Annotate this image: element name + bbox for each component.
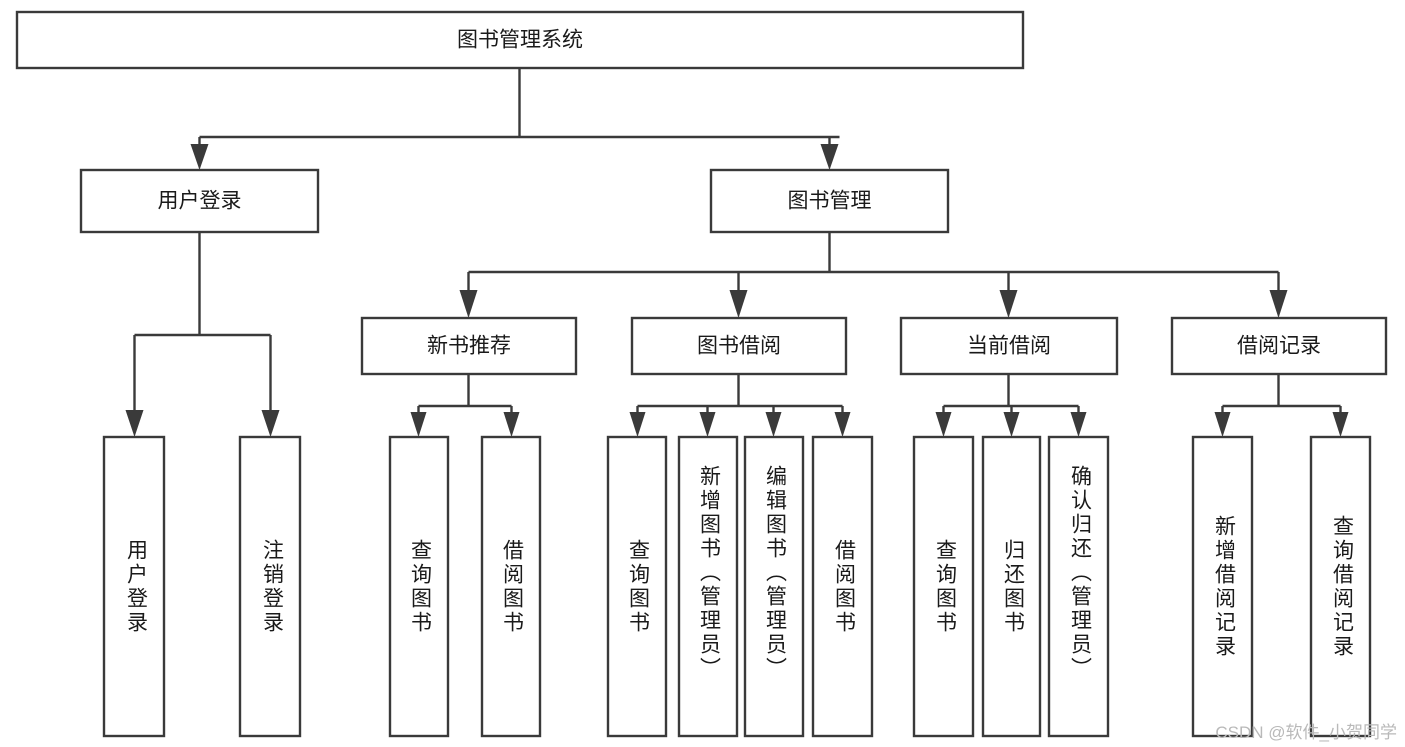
node-current-borrow-label: 当前借阅 [967,335,1051,358]
node-leaf-query-book-3-label: 查询图书 [933,539,957,635]
node-leaf-query-book-2[interactable]: 查询图书 [606,435,668,738]
node-leaf-confirm-return[interactable]: 确认归还（管理员） [1047,435,1110,738]
node-leaf-return-book[interactable]: 归还图书 [981,435,1042,738]
node-leaf-confirm-return-box[interactable] [1047,435,1110,738]
node-root[interactable]: 图书管理系统 [15,10,1025,70]
node-current-borrow[interactable]: 当前借阅 [899,316,1119,376]
node-leaf-add-record[interactable]: 新增借阅记录 [1191,435,1254,738]
node-book-borrow[interactable]: 图书借阅 [630,316,848,376]
csdn-watermark: CSDN @软件_小贺同学 [1215,723,1397,742]
node-leaf-user-login-box[interactable] [102,435,166,738]
arrow-head-leaf-borrow-book-1 [503,412,520,437]
node-leaf-add-record-box[interactable] [1191,435,1254,738]
node-leaf-borrow-book-1-label: 借阅图书 [500,539,524,635]
node-leaf-add-book-label: 新增图书（管理员） [697,465,721,681]
node-new-book-recommend[interactable]: 新书推荐 [360,316,578,376]
node-leaf-query-book-2-label: 查询图书 [626,539,650,635]
node-borrow-record-label: 借阅记录 [1237,335,1321,358]
node-book-management-box[interactable] [709,168,950,234]
node-leaf-add-record-label: 新增借阅记录 [1212,515,1236,659]
node-leaf-add-book-box[interactable] [677,435,739,738]
arrow-head-leaf-add-record [1214,412,1231,437]
node-leaf-return-book-box[interactable] [981,435,1042,738]
node-leaf-logout[interactable]: 注销登录 [238,435,302,738]
node-leaf-borrow-book-2[interactable]: 借阅图书 [811,435,874,738]
arrow-head-borrow-record [1269,290,1288,318]
node-root-box[interactable] [15,10,1025,70]
node-leaf-query-book-3-box[interactable] [912,435,975,738]
arrow-head-leaf-query-record [1332,412,1349,437]
node-current-borrow-box[interactable] [899,316,1119,376]
node-user-login-box[interactable] [79,168,320,234]
arrow-head-leaf-return-book [1003,412,1020,437]
arrow-head-new-book-recommend [459,290,478,318]
node-leaf-query-record-label: 查询借阅记录 [1330,515,1354,659]
node-leaf-logout-label: 注销登录 [260,539,284,635]
node-leaf-query-record[interactable]: 查询借阅记录 [1309,435,1372,738]
node-leaf-query-book-1[interactable]: 查询图书 [388,435,450,738]
arrow-head-leaf-query-book-2 [629,412,646,437]
node-new-book-recommend-label: 新书推荐 [427,335,511,358]
arrow-head-book-management [820,144,839,170]
arrow-head-book-borrow [729,290,748,318]
node-leaf-user-login-label: 用户登录 [124,539,148,635]
node-leaf-borrow-book-2-label: 借阅图书 [832,539,856,635]
node-root-label: 图书管理系统 [457,29,583,52]
node-leaf-borrow-book-1-box[interactable] [480,435,542,738]
node-leaf-confirm-return-label: 确认归还（管理员） [1068,465,1092,681]
node-leaf-edit-book[interactable]: 编辑图书（管理员） [743,435,805,738]
node-leaf-return-book-label: 归还图书 [1001,539,1025,635]
node-borrow-record-box[interactable] [1170,316,1388,376]
arrow-head-leaf-logout [261,410,280,437]
arrow-head-leaf-query-book-1 [410,412,427,437]
node-leaf-query-book-3[interactable]: 查询图书 [912,435,975,738]
node-new-book-recommend-box[interactable] [360,316,578,376]
node-leaf-add-book[interactable]: 新增图书（管理员） [677,435,739,738]
arrow-head-current-borrow [999,290,1018,318]
connector-layer [125,68,1349,437]
node-leaf-edit-book-label: 编辑图书（管理员） [763,465,787,681]
node-leaf-borrow-book-1[interactable]: 借阅图书 [480,435,542,738]
node-leaf-logout-box[interactable] [238,435,302,738]
node-borrow-record[interactable]: 借阅记录 [1170,316,1388,376]
node-leaf-query-record-box[interactable] [1309,435,1372,738]
node-book-management[interactable]: 图书管理 [709,168,950,234]
node-leaf-edit-book-box[interactable] [743,435,805,738]
arrow-head-leaf-confirm-return [1070,412,1087,437]
node-book-management-label: 图书管理 [788,190,872,213]
node-leaf-query-book-1-label: 查询图书 [408,539,432,635]
arrow-head-user-login [190,144,209,170]
node-leaf-query-book-1-box[interactable] [388,435,450,738]
node-book-borrow-box[interactable] [630,316,848,376]
node-user-login-label: 用户登录 [158,190,242,213]
node-user-login[interactable]: 用户登录 [79,168,320,234]
arrow-head-leaf-edit-book [765,412,782,437]
node-leaf-query-book-2-box[interactable] [606,435,668,738]
node-leaf-user-login[interactable]: 用户登录 [102,435,166,738]
arrow-head-leaf-user-login [125,410,144,437]
arrow-head-leaf-add-book [699,412,716,437]
node-book-borrow-label: 图书借阅 [697,335,781,358]
arrow-head-leaf-query-book-3 [935,412,952,437]
node-leaf-borrow-book-2-box[interactable] [811,435,874,738]
arrow-head-leaf-borrow-book-2 [834,412,851,437]
